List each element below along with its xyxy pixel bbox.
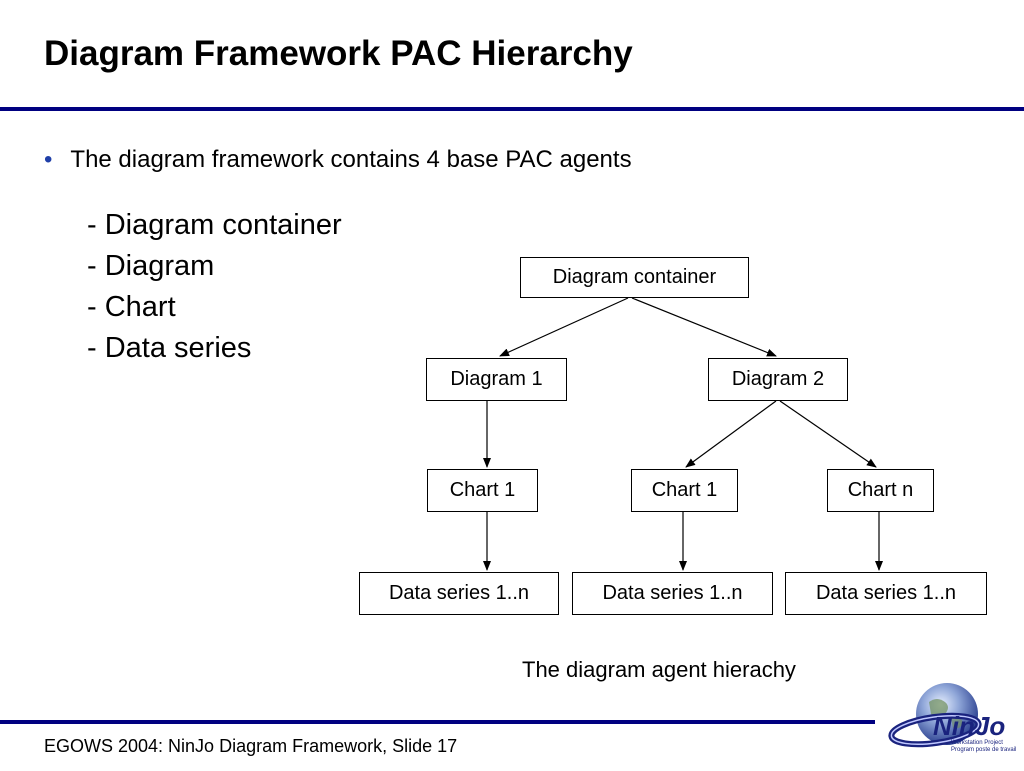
edge-container-to-diagram1 (499, 297, 629, 357)
edge-container-to-diagram2 (631, 297, 777, 357)
node-data-series-2: Data series 1..n (572, 572, 773, 615)
node-data-series-3: Data series 1..n (785, 572, 987, 615)
node-chart-n: Chart n (827, 469, 934, 512)
diagram-caption: The diagram agent hierachy (522, 657, 796, 682)
bullet-text: The diagram framework contains 4 base PA… (70, 146, 632, 173)
sub-item-data-series: - Data series (87, 332, 252, 364)
logo-wordmark: NinJo (933, 711, 1006, 741)
edge-diagram2-to-chartn (779, 400, 877, 468)
sub-item-chart: - Chart (87, 291, 176, 323)
node-diagram-1: Diagram 1 (426, 358, 567, 401)
globe-icon (888, 683, 982, 748)
sub-item-list: - Diagram container - Diagram - Chart - … (87, 205, 342, 369)
node-diagram-container: Diagram container (520, 257, 749, 298)
slide-title: Diagram Framework PAC Hierarchy (44, 34, 633, 73)
logo-tagline-line1: Workstation Project (951, 740, 1003, 746)
footer-text: EGOWS 2004: NinJo Diagram Framework, Sli… (44, 736, 458, 756)
logo-tagline-line2: Program poste de travail (951, 747, 1017, 753)
sub-item-diagram-container: - Diagram container (87, 209, 342, 241)
bullet-marker: • (44, 146, 53, 173)
bullet-item: • The diagram framework contains 4 base P… (44, 146, 632, 174)
edge-diagram2-to-chart1 (685, 400, 777, 468)
logo-tagline: Workstation Project Program poste de tra… (951, 740, 1016, 754)
node-chart-1-middle: Chart 1 (631, 469, 738, 512)
title-divider (0, 107, 1024, 111)
footer-divider (0, 720, 875, 724)
sub-item-diagram: - Diagram (87, 250, 215, 282)
ninjo-logo: NinJo Workstation Project Program poste … (885, 678, 1023, 766)
node-data-series-1: Data series 1..n (359, 572, 559, 615)
node-diagram-2: Diagram 2 (708, 358, 848, 401)
node-chart-1-left: Chart 1 (427, 469, 538, 512)
